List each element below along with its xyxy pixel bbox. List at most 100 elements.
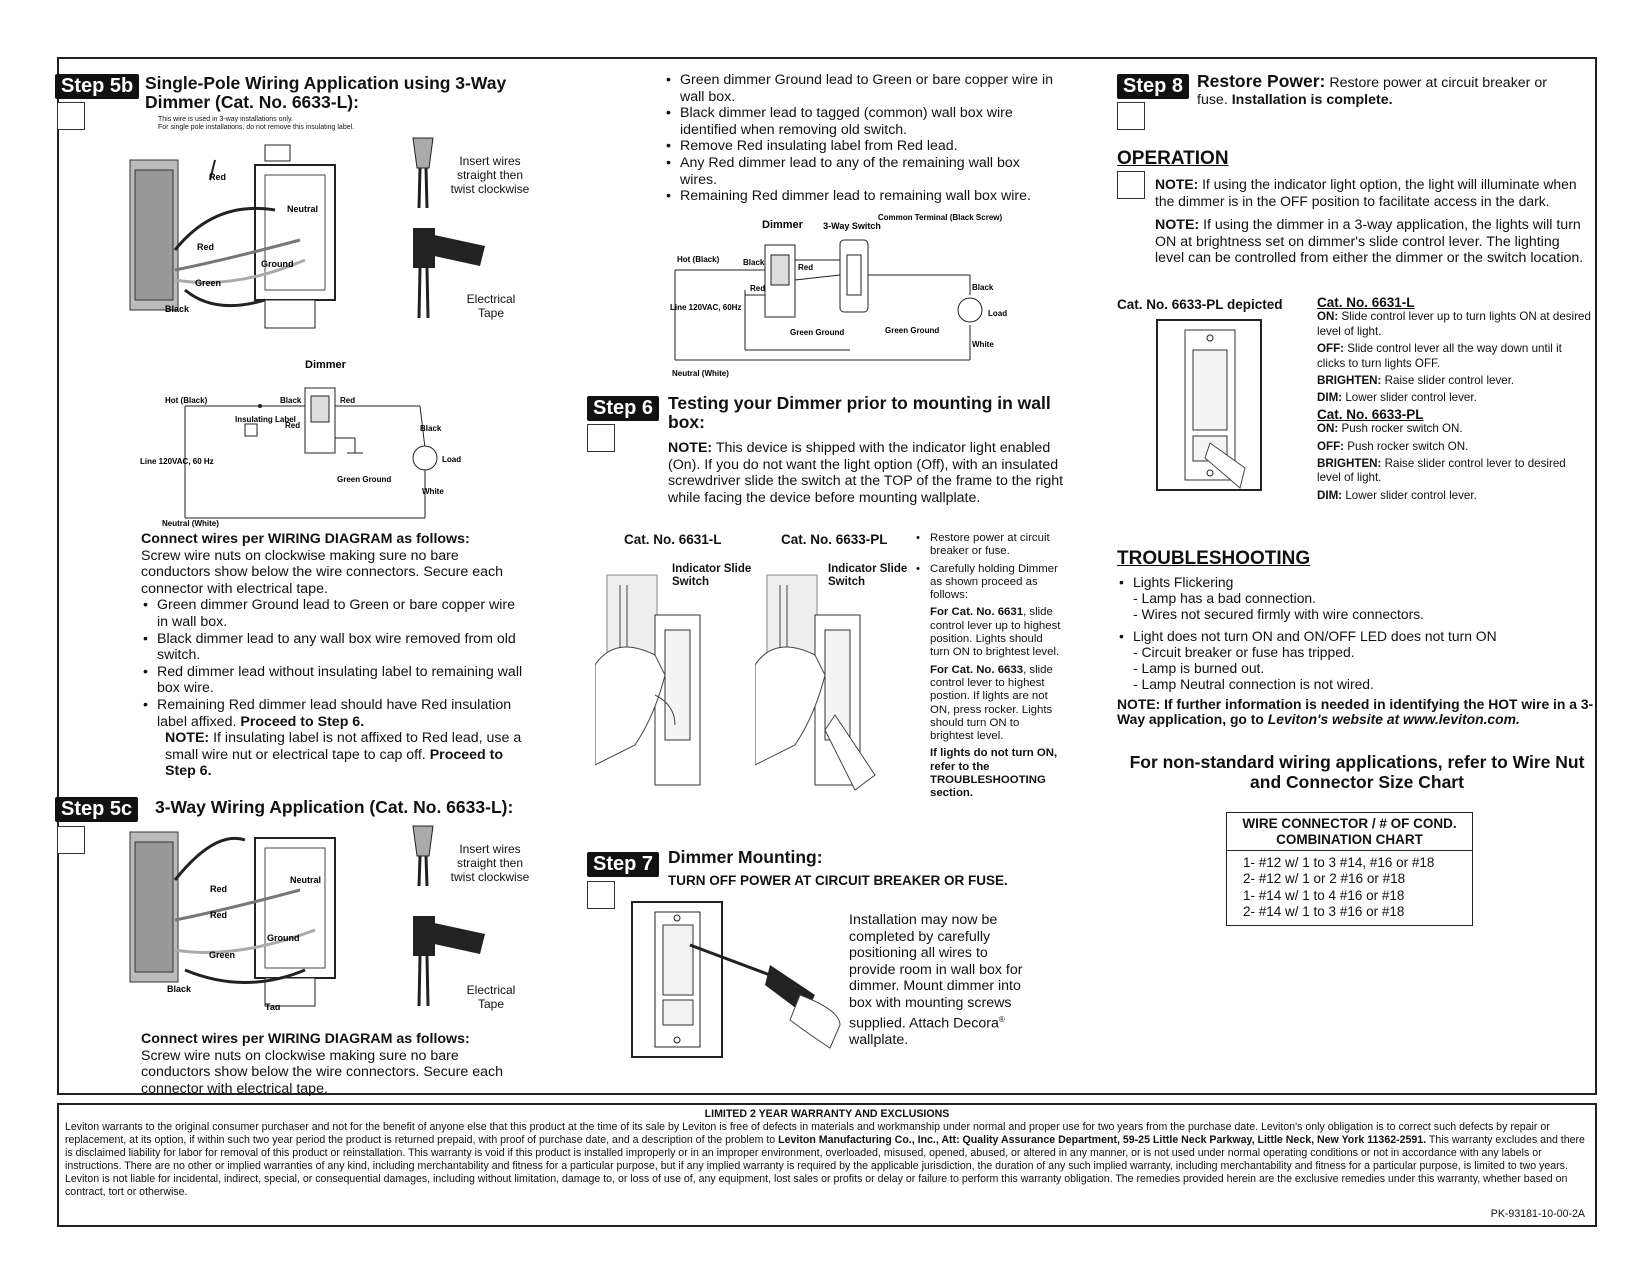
step-5c-checkbox[interactable]	[57, 826, 85, 854]
op-text: Lower slider control lever.	[1345, 391, 1477, 405]
op-6631-dim: DIM: Lower slider control lever.	[1317, 391, 1592, 405]
step-5b-title: Single-Pole Wiring Application using 3-W…	[145, 73, 507, 112]
label-tag: Tag	[265, 1002, 280, 1010]
proc-bold: For Cat. No. 6633	[930, 663, 1024, 676]
connect-heading: Connect wires per WIRING DIAGRAM as foll…	[141, 531, 470, 547]
note-text: If using the dimmer in a 3-way applicati…	[1155, 217, 1584, 267]
op-label: DIM:	[1317, 391, 1343, 405]
note-label: NOTE:	[1155, 176, 1199, 192]
step-6-checkbox[interactable]	[587, 424, 615, 452]
label-red-2: Red	[197, 242, 214, 252]
diagram-line: Line 120VAC, 60Hz	[670, 303, 741, 312]
diagram-black-2: Black	[420, 424, 442, 433]
step-5b-bullets: Green dimmer Ground lead to Green or bar…	[141, 597, 526, 730]
op-6633-brighten: BRIGHTEN: Raise slider control lever to …	[1317, 457, 1592, 486]
op-text: Lower slider control lever.	[1345, 488, 1477, 502]
step-5c-badge: Step 5c	[55, 797, 139, 822]
chart-title: WIRE CONNECTOR / # OF COND. COMBINATION …	[1227, 813, 1472, 851]
trouble-item: Light does not turn ON and ON/OFF LED do…	[1133, 628, 1497, 645]
list-item: Black dimmer lead to any wall box wire r…	[141, 631, 526, 664]
warranty-text-1: Leviton warrants to the original consume…	[65, 1121, 1550, 1146]
note-text: NOTE: If further information is needed i…	[1117, 695, 1594, 728]
diagram-insulating-label: Insulating Label	[235, 415, 296, 424]
label-ground: Ground	[267, 933, 300, 943]
step-7-checkbox[interactable]	[587, 881, 615, 909]
operation-instructions: Cat. No. 6631-L ON: Slide control lever …	[1317, 295, 1592, 503]
wiring-diagram-3way: Dimmer 3-Way Switch Common Terminal (Bla…	[670, 213, 1007, 378]
proc-bold: For Cat. No. 6631	[930, 606, 1024, 619]
trouble-item: Lights Flickering	[1133, 574, 1234, 590]
op-6633-on: ON: Push rocker switch ON.	[1317, 422, 1592, 436]
step-7-subtitle: TURN OFF POWER AT CIRCUIT BREAKER OR FUS…	[668, 873, 1008, 888]
diagram-3way-switch: 3-Way Switch	[823, 221, 881, 231]
list-item: Restore power at circuit breaker or fuse…	[914, 532, 1064, 559]
step-5b-checkbox[interactable]	[57, 102, 85, 130]
op-label: ON:	[1317, 422, 1339, 436]
step-5b-instructions: Connect wires per WIRING DIAGRAM as foll…	[141, 531, 526, 780]
diagram-green-ground-2: Green Ground	[885, 326, 939, 335]
note-label: NOTE:	[1155, 217, 1200, 233]
warranty-text: Leviton warrants to the original consume…	[65, 1121, 1589, 1199]
step-8-checkbox[interactable]	[1117, 102, 1145, 130]
bullet-bold: Proceed to Step 6.	[240, 713, 365, 730]
list-item: Light does not turn ON and ON/OFF LED do…	[1117, 629, 1597, 692]
chart-rows: 1- #12 w/ 1 to 3 #14, #16 or #18 2- #12 …	[1227, 851, 1472, 921]
diagram-red: Red	[798, 263, 813, 272]
warranty-text-2: This warranty excludes and there is disc…	[65, 1134, 1585, 1198]
document-code: PK-93181-10-00-2A	[1490, 1208, 1585, 1220]
twist-instruction: Insert wires straight then twist clockwi…	[450, 154, 530, 196]
label-red: Red	[209, 172, 226, 182]
chart-row: 1- #12 w/ 1 to 3 #14, #16 or #18	[1243, 855, 1435, 870]
step-6-cat-6631: Cat. No. 6631-L	[624, 532, 722, 547]
label-neutral: Neutral	[287, 204, 318, 214]
diagram-hot: Hot (Black)	[165, 396, 208, 405]
nonstandard-note: For non-standard wiring applications, re…	[1129, 752, 1585, 792]
list-item: Remaining Red dimmer lead should have Re…	[141, 697, 526, 730]
electrical-tape-icon	[425, 921, 485, 954]
wire-nut-figure-5b	[412, 137, 435, 319]
diagram-black-2: Black	[972, 283, 994, 292]
operation-checkbox[interactable]	[1117, 171, 1145, 199]
op-6631-off: OFF: Slide control lever all the way dow…	[1317, 342, 1592, 371]
list-item: Green dimmer Ground lead to Green or bar…	[141, 597, 526, 630]
procedure-6633: For Cat. No. 6633, slide control lever t…	[914, 664, 1064, 744]
step-8-text: Restore Power: Restore power at circuit …	[1197, 72, 1577, 109]
dimmer-test-figure-2	[755, 574, 876, 791]
diagram-neutral: Neutral (White)	[162, 519, 219, 528]
tape-label: Electrical Tape	[466, 292, 516, 320]
diagram-red-2: Red	[750, 284, 765, 293]
step-5c-title: 3-Way Wiring Application (Cat. No. 6633-…	[155, 797, 514, 817]
trouble-sub: - Lamp has a bad connection.	[1133, 589, 1317, 606]
step-7-title: Dimmer Mounting:	[668, 847, 823, 867]
operation-dimmer-figure	[1156, 319, 1262, 491]
diagram-dimmer: Dimmer	[762, 219, 804, 231]
troubleshooting-heading: TROUBLESHOOTING	[1117, 548, 1311, 569]
warranty-box: LIMITED 2 YEAR WARRANTY AND EXCLUSIONS L…	[57, 1103, 1597, 1227]
list-item: Any Red dimmer lead to any of the remain…	[664, 155, 1054, 188]
cat-6631-heading: Cat. No. 6631-L	[1317, 295, 1415, 310]
cat-6633-heading: Cat. No. 6633-PL	[1317, 406, 1424, 422]
trouble-sub: - Lamp is burned out.	[1133, 659, 1265, 676]
diagram-neutral: Neutral (White)	[672, 369, 729, 378]
diagram-dimmer-title: Dimmer	[305, 359, 347, 371]
restore-text: Restore power at circuit breaker or fuse…	[1197, 75, 1547, 108]
op-label: ON:	[1317, 310, 1339, 324]
list-item: Black dimmer lead to tagged (common) wal…	[664, 105, 1054, 138]
note-label: NOTE:	[165, 730, 210, 747]
electrical-tape-icon	[425, 233, 485, 266]
connect-text: Screw wire nuts on clockwise making sure…	[141, 1047, 503, 1097]
indicator-label-2: Indicator Slide Switch	[828, 563, 908, 588]
proc-text: , slide control lever up to highest posi…	[930, 606, 1061, 659]
list-item: Red dimmer lead without insulating label…	[141, 664, 526, 697]
op-6631-on: ON: Slide control lever up to turn light…	[1317, 310, 1592, 339]
op-6633-off: OFF: Push rocker switch ON.	[1317, 440, 1592, 454]
note-bold: Proceed to Step 6.	[165, 746, 504, 780]
op-text: Push rocker switch ON.	[1341, 422, 1463, 436]
step-5c-bullets-cont: Green dimmer Ground lead to Green or bar…	[664, 72, 1054, 205]
chart-row: 1- #14 w/ 1 to 4 #16 or #18	[1243, 887, 1405, 903]
leviton-website-link[interactable]: Leviton's website at www.leviton.com.	[1267, 711, 1520, 728]
trouble-sub: - Circuit breaker or fuse has tripped.	[1133, 644, 1355, 661]
op-text: Raise slider control lever.	[1384, 374, 1515, 388]
twist-instruction: Insert wires straight then twist clockwi…	[450, 842, 530, 884]
warranty-address: Leviton Manufacturing Co., Inc., Att: Qu…	[778, 1134, 1427, 1146]
